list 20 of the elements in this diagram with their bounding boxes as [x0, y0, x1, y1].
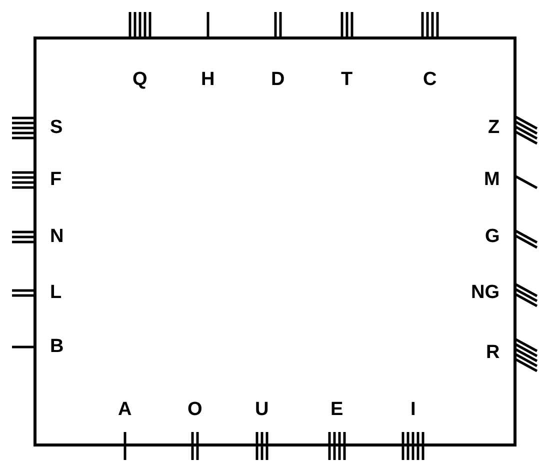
letter-label: C	[423, 69, 437, 91]
letter-label: B	[50, 336, 64, 358]
letter-label: O	[188, 399, 202, 421]
letter-label: L	[50, 282, 62, 304]
letter-label: A	[118, 399, 132, 421]
letter-label: NG	[471, 282, 500, 304]
letter-label: E	[330, 399, 344, 421]
letter-label: H	[201, 69, 215, 91]
letter-label: Z	[488, 117, 500, 139]
letter-label: D	[271, 69, 285, 91]
letter-label: N	[50, 226, 64, 248]
letter-label: G	[485, 226, 500, 248]
letter-label: R	[486, 342, 500, 364]
letter-label: U	[255, 399, 269, 421]
letter-label: S	[50, 117, 63, 139]
letter-label: Q	[132, 69, 148, 91]
letter-label: F	[50, 169, 62, 191]
letter-label: M	[484, 169, 500, 191]
letter-label: I	[410, 399, 416, 421]
letter-label: T	[341, 69, 353, 91]
